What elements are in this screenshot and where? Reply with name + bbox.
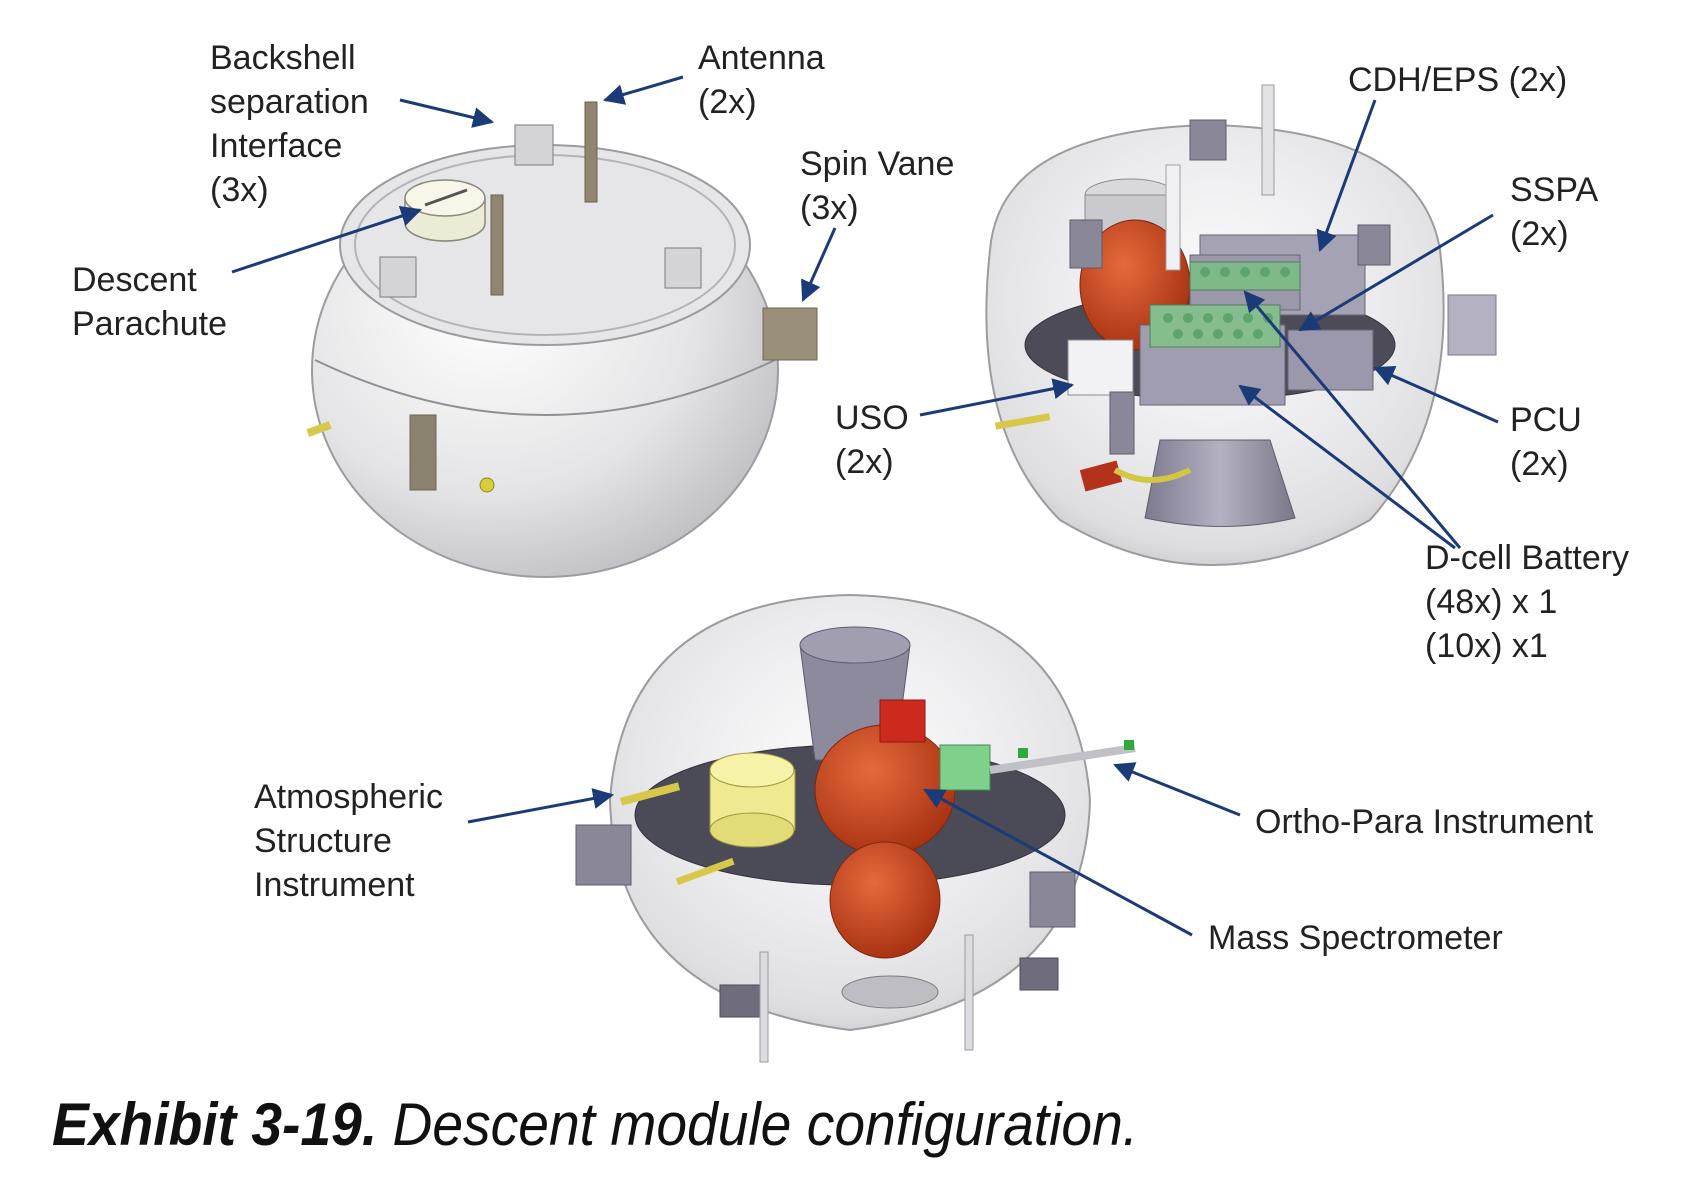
cutaway-descent-module-avionics: [985, 84, 1497, 566]
arrow-uso: [919, 378, 1075, 417]
label-backshell-separation-interface: Backshell separation Interface (3x): [210, 39, 369, 209]
arrow-ortho-para: [1113, 762, 1241, 817]
caption-number: Exhibit 3-19.: [52, 1091, 378, 1158]
arrow-mass-spec: [923, 788, 1193, 937]
label-ortho-para-instrument: Ortho-Para Instrument: [1255, 803, 1594, 841]
closed-descent-module: [268, 90, 848, 590]
figure-caption: Exhibit 3-19. Descent module configurati…: [52, 1090, 1138, 1159]
label-antenna: Antenna (2x): [698, 39, 825, 121]
label-spin-vane: Spin Vane (3x): [800, 145, 955, 227]
arrow-d-cell-main: [1238, 384, 1456, 550]
label-pcu: PCU (2x): [1510, 401, 1582, 483]
label-ssp-a: SSPA (2x): [1510, 171, 1599, 253]
d-cell-battery-top: [1189, 261, 1301, 291]
label-atmospheric-structure-instrument: Atmospheric Structure Instrument: [254, 778, 443, 904]
label-descent-parachute: Descent Parachute: [72, 261, 227, 343]
arrow-backshell: [399, 98, 495, 128]
arrow-cdh-eps: [1316, 99, 1377, 252]
arrow-antenna: [602, 75, 684, 105]
arrow-spin-vane: [801, 227, 837, 302]
label-cdh-eps: CDH/EPS (2x): [1348, 61, 1568, 99]
arrow-atmospheric: [467, 788, 615, 824]
cutaway-descent-module-instruments: [575, 593, 1136, 1063]
arrow-pcu: [1373, 365, 1499, 424]
leader-arrows: [231, 75, 1499, 937]
label-d-cell-battery: D-cell Battery (48x) x 1 (10x) x1: [1425, 539, 1630, 665]
label-mass-spectrometer: Mass Spectrometer: [1208, 919, 1503, 957]
label-uso: USO (2x): [835, 399, 909, 481]
caption-text: Descent module configuration.: [377, 1091, 1139, 1158]
arrow-descent-parachute: [231, 205, 422, 274]
arrow-d-cell-top: [1243, 290, 1462, 549]
arrow-sspa: [1298, 213, 1494, 332]
